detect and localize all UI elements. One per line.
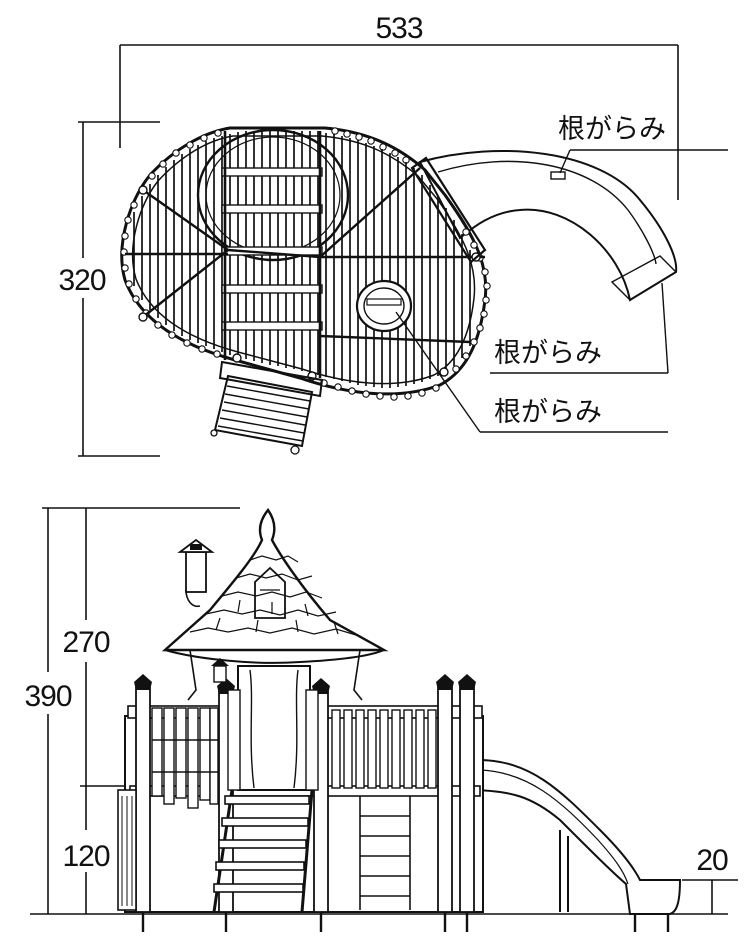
slide-anchor-plate <box>550 171 566 180</box>
chimney <box>177 538 215 608</box>
slide-plan <box>418 149 678 302</box>
slide-end-height-label: 20 <box>696 844 728 877</box>
depth-dimension: 320 <box>52 121 160 457</box>
width-dimension: 533 <box>119 12 679 200</box>
height-dimensions: 390 270 120 20 <box>18 507 738 915</box>
anchor-callouts: 根がらみ 根がらみ 根がらみ <box>395 114 728 433</box>
anchor-label-bottom: 根がらみ <box>494 397 602 428</box>
left-plank-wall <box>151 707 219 809</box>
post-caps <box>134 674 476 694</box>
plan-view: 533 320 <box>52 12 728 457</box>
net-hatch-plan <box>355 279 413 333</box>
net-ladder <box>359 796 411 910</box>
front-ladder <box>212 789 314 913</box>
tower-elevation <box>161 507 389 791</box>
deck-height-label: 120 <box>62 840 109 873</box>
roof-shingles <box>189 555 357 636</box>
ladder-plan <box>210 360 324 455</box>
slide-elevation <box>477 758 682 915</box>
right-railing <box>331 709 437 789</box>
width-dimension-label: 533 <box>375 12 422 45</box>
roof-height-label: 270 <box>62 626 109 659</box>
side-panel <box>117 789 137 911</box>
main-deck-plan <box>120 126 491 401</box>
lantern <box>211 658 229 683</box>
anchor-label-slide: 根がらみ <box>558 114 666 145</box>
elevation-view: 390 270 120 20 <box>18 507 738 932</box>
anchor-label-middle: 根がらみ <box>494 338 602 369</box>
total-height-label: 390 <box>24 680 71 713</box>
depth-dimension-label: 320 <box>58 264 105 297</box>
ground-legs <box>141 912 670 932</box>
roof-outline-plan <box>125 128 485 381</box>
deck-elevation <box>117 674 670 932</box>
